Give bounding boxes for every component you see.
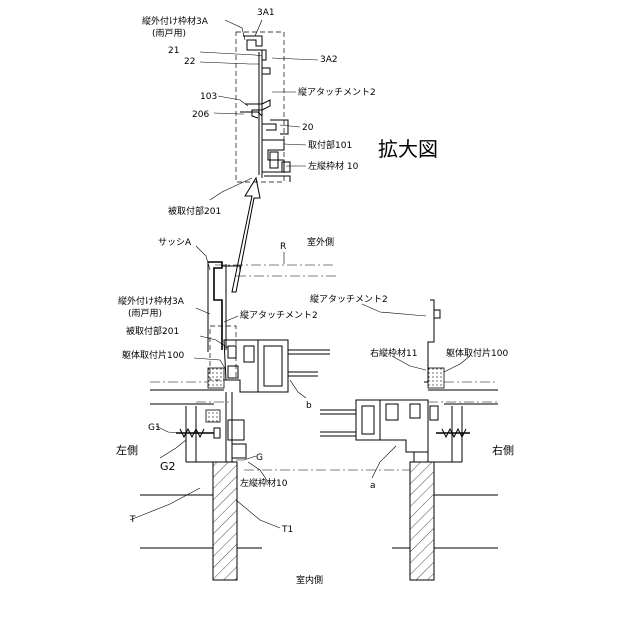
detail-arrow xyxy=(232,178,260,292)
detail-label-201: 被取付部201 xyxy=(168,205,221,217)
label-right-side: 右側 xyxy=(492,443,514,457)
detail-view xyxy=(200,20,318,292)
detail-mounting-101 xyxy=(262,140,284,172)
label-t: T xyxy=(129,515,136,525)
wall-right xyxy=(410,462,434,580)
detail-profile-3a2 xyxy=(262,50,270,74)
label-mounted-part-201: 被取付部201 xyxy=(126,325,179,337)
label-bracket-100-left: 躯体取付片100 xyxy=(122,349,184,361)
label-g: G xyxy=(256,453,263,463)
wall-left xyxy=(213,462,237,580)
insulation-lower xyxy=(206,410,220,422)
detail-label-101: 取付部101 xyxy=(308,139,352,151)
detail-label-103: 103 xyxy=(200,92,217,102)
detail-label-3a2: 3A2 xyxy=(320,55,338,65)
enlarged-view-title: 拡大図 xyxy=(378,137,438,161)
detail-label-206: 206 xyxy=(192,110,209,120)
label-r: R xyxy=(280,242,286,252)
label-right-frame-11: 右縦枠材11 xyxy=(370,347,417,359)
detail-label-attachment-2: 縦アタッチメント2 xyxy=(298,86,376,98)
label-t1: T1 xyxy=(281,525,293,535)
label-indoor-side: 室内側 xyxy=(296,574,323,586)
detail-label-3a-sub: (雨戸用) xyxy=(152,28,186,39)
label-b: b xyxy=(306,401,312,411)
label-a: a xyxy=(370,481,376,491)
label-left-frame-10: 左縦枠材10 xyxy=(240,477,288,489)
detail-label-22: 22 xyxy=(184,57,195,67)
label-exterior-frame-3a-sub: (雨戸用) xyxy=(128,308,162,319)
detail-label-3a1: 3A1 xyxy=(257,8,275,18)
right-vertical-frame-11 xyxy=(380,400,428,452)
screw-g1 xyxy=(176,428,220,438)
label-outdoor-side: 室外側 xyxy=(307,236,334,248)
label-exterior-frame-3a: 縦外付け枠材3A xyxy=(118,295,185,307)
exterior-frame-3a xyxy=(208,262,222,350)
insulation-right xyxy=(428,368,444,388)
label-sash-a: サッシA xyxy=(158,237,192,248)
label-g1: G1 xyxy=(148,423,161,433)
detail-label-21: 21 xyxy=(168,46,179,56)
label-bracket-100-right: 躯体取付片100 xyxy=(446,347,508,359)
label-g2: G2 xyxy=(160,460,176,473)
insulation-left xyxy=(208,368,224,388)
label-left-side: 左側 xyxy=(116,444,138,457)
detail-label-10: 左縦枠材 10 xyxy=(308,160,359,172)
label-attachment-2-left: 縦アタッチメント2 xyxy=(240,309,318,321)
label-attachment-2-right: 縦アタッチメント2 xyxy=(310,293,388,305)
main-right-section xyxy=(320,300,498,580)
screw-right xyxy=(436,429,470,437)
detail-attachment-hook xyxy=(245,100,270,118)
detail-label-20: 20 xyxy=(302,123,314,133)
sash-glass-unit xyxy=(258,340,288,392)
detail-label-3a: 縦外付け枠材3A xyxy=(142,15,209,27)
